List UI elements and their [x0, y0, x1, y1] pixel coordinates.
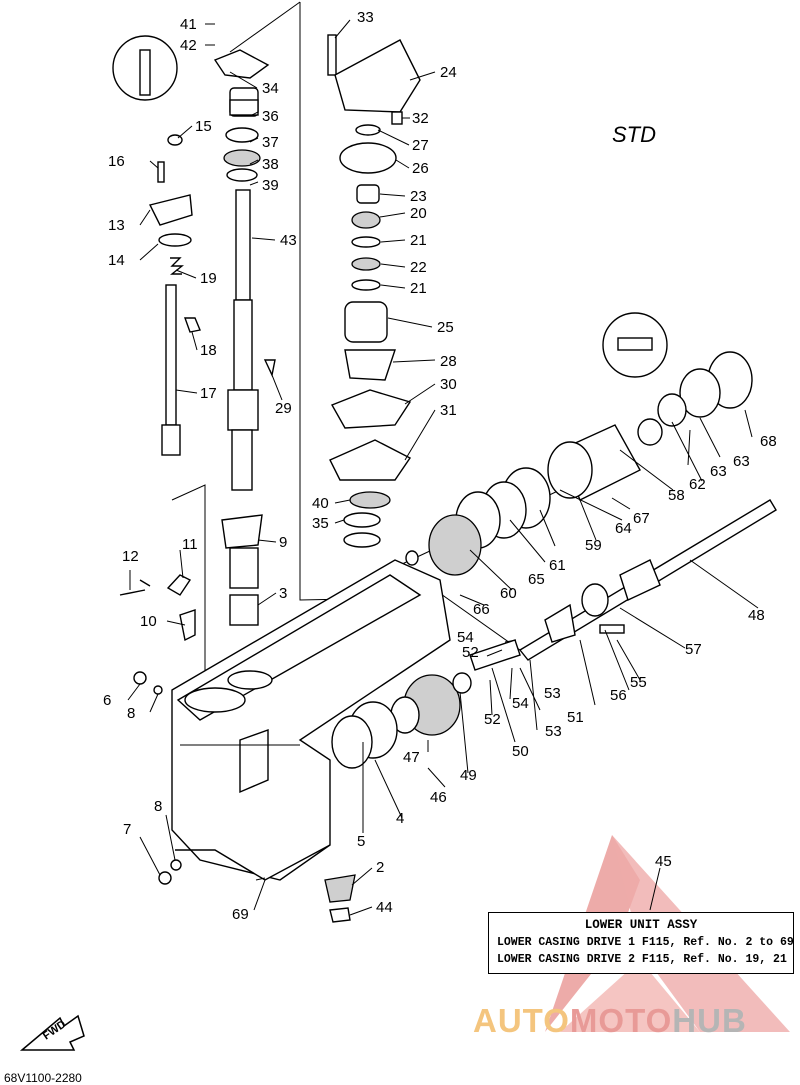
legend-title: LOWER UNIT ASSY	[584, 918, 698, 932]
part-label: 67	[633, 510, 650, 527]
part-label: 26	[412, 160, 429, 177]
part-label: 16	[108, 153, 125, 170]
part-label: 6	[103, 692, 111, 709]
part-label: 8	[127, 705, 135, 722]
part-label: 50	[512, 743, 529, 760]
part-label: 43	[280, 232, 297, 249]
watermark-logo: AUTOMOTOHUB	[473, 1002, 747, 1040]
leader-lines	[127, 19, 759, 916]
part-label: 29	[275, 400, 292, 417]
part-label: 21	[410, 280, 427, 297]
part-label: 38	[262, 156, 279, 173]
part-label: 18	[200, 342, 217, 359]
fwd-arrow-icon: FWD	[19, 1014, 85, 1051]
part-label: 56	[610, 687, 627, 704]
part-label: 68	[760, 433, 777, 450]
part-label: 55	[630, 674, 647, 691]
part-label: 69	[232, 906, 249, 923]
part-label: 11	[182, 536, 198, 553]
part-label: 22	[410, 259, 427, 276]
part-label: 20	[410, 205, 427, 222]
part-label: 60	[500, 585, 517, 602]
part-label: 7	[123, 821, 131, 838]
part-label: 23	[410, 188, 427, 205]
part-label: 54	[512, 695, 529, 712]
part-label: 10	[140, 613, 157, 630]
part-label: 65	[528, 571, 545, 588]
part-label: 58	[668, 487, 685, 504]
part-label: 53	[544, 685, 561, 702]
part-label: 45	[655, 853, 672, 870]
part-label: 64	[615, 520, 632, 537]
part-label: 14	[108, 252, 125, 269]
part-label: 5	[357, 833, 365, 850]
part-label: 36	[262, 108, 279, 125]
part-label: 25	[437, 319, 454, 336]
part-label: 12	[122, 548, 139, 565]
watermark-part: MOTO	[569, 1002, 673, 1039]
legend-row: LOWER CASING DRIVE 2 F115, Ref. No. 19, …	[497, 953, 787, 966]
part-label: 21	[410, 232, 427, 249]
part-label: 48	[748, 607, 765, 624]
legend-row: LOWER CASING DRIVE 1 F115, Ref. No. 2 to…	[497, 936, 794, 949]
part-label: 44	[376, 899, 393, 916]
part-label: 52	[462, 644, 479, 661]
part-label: 59	[585, 537, 602, 554]
part-number-labels: 41 42 34 36 37 38 39 43 33 24 32 27 26 2…	[103, 9, 777, 923]
part-label: 63	[710, 463, 727, 480]
part-label: 2	[376, 859, 384, 876]
part-label: 54	[457, 629, 474, 646]
water-pump-stack	[327, 34, 421, 548]
part-label: 31	[440, 402, 457, 419]
part-label: 47	[403, 749, 420, 766]
part-label: 17	[200, 385, 217, 402]
part-label: 42	[180, 37, 197, 54]
drive-shaft	[213, 49, 270, 626]
part-label: 28	[440, 353, 457, 370]
part-label: 46	[430, 789, 447, 806]
part-label: 41	[180, 16, 197, 33]
part-label: 32	[412, 110, 429, 127]
part-label: 49	[460, 767, 477, 784]
part-label: 27	[412, 137, 429, 154]
assembly-legend: LOWER UNIT ASSY LOWER CASING DRIVE 1 F11…	[488, 912, 794, 974]
part-label: 13	[108, 217, 125, 234]
part-label: 61	[549, 557, 566, 574]
part-label: 53	[545, 723, 562, 740]
part-label: 33	[357, 9, 374, 26]
part-label: 24	[440, 64, 457, 81]
part-label: 35	[312, 515, 329, 532]
part-label: 34	[262, 80, 279, 97]
part-label: 51	[567, 709, 584, 726]
part-label: 15	[195, 118, 212, 135]
part-label: 39	[262, 177, 279, 194]
part-label: 9	[279, 534, 287, 551]
diagram-code: 68V1100-2280	[4, 1071, 82, 1085]
part-label: 63	[733, 453, 750, 470]
propeller-shaft-group	[324, 312, 777, 923]
lower-casing	[171, 559, 451, 881]
part-label: 62	[689, 476, 706, 493]
part-label: 3	[279, 585, 287, 602]
part-label: 30	[440, 376, 457, 393]
part-label: 4	[396, 810, 404, 827]
part-label: 66	[473, 601, 490, 618]
part-label: 37	[262, 134, 279, 151]
watermark-part: AUTO	[473, 1002, 570, 1039]
part-label: 40	[312, 495, 329, 512]
part-label: 19	[200, 270, 217, 287]
part-label: 8	[154, 798, 162, 815]
watermark-part: HUB	[672, 1002, 747, 1039]
part-label: 57	[685, 641, 702, 658]
left-parts	[112, 35, 276, 885]
variant-label: STD	[612, 122, 656, 147]
part-label: 52	[484, 711, 501, 728]
